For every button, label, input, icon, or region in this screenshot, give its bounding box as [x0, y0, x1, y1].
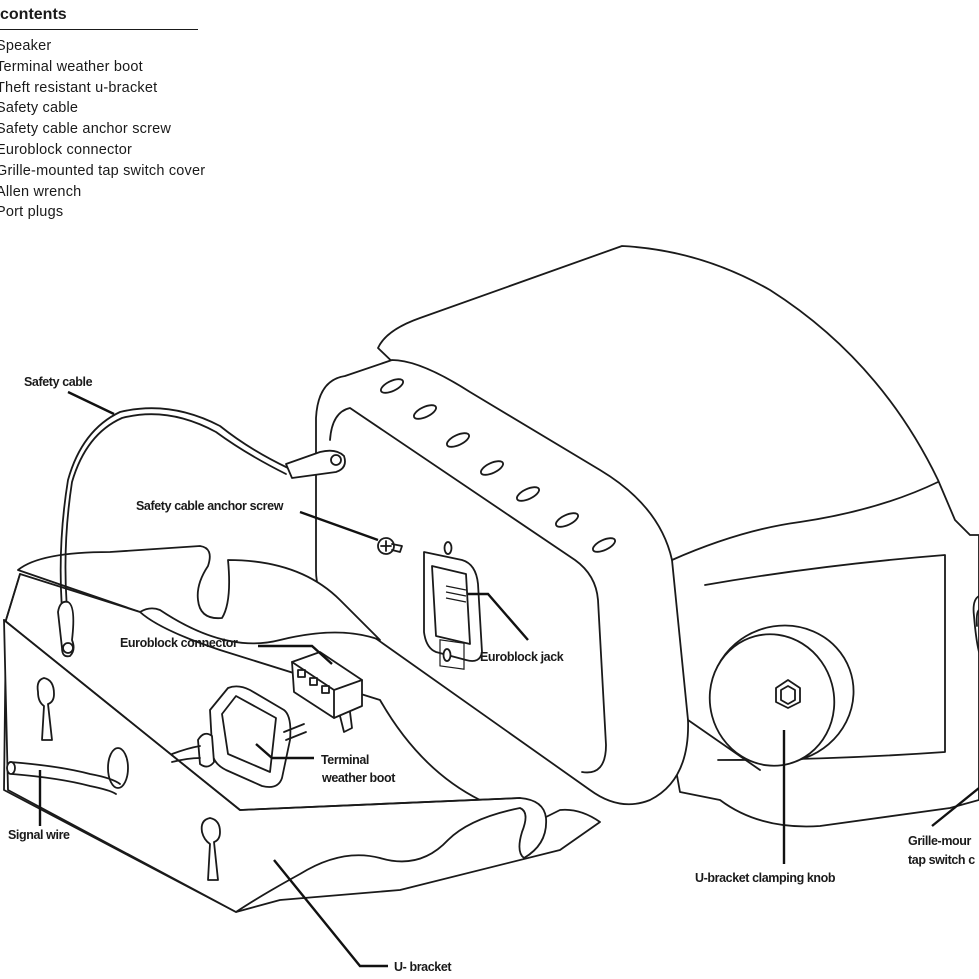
safety-cable-anchor-screw — [377, 537, 403, 555]
contents-item-allen-wrench: Allen wrench — [0, 183, 82, 200]
contents-item-u-bracket: Theft resistant u-bracket — [0, 79, 158, 96]
label-u-bracket: U- bracket — [394, 960, 452, 974]
contents-item-port-plugs: Port plugs — [0, 204, 64, 221]
leader-lines — [38, 390, 979, 968]
contents-list: Speaker Terminal weather boot Theft resi… — [0, 36, 205, 223]
label-u-bracket-clamping-knob: U-bracket clamping knob — [695, 871, 836, 885]
label-terminal-weather-boot-line1: Terminal — [321, 753, 369, 767]
label-euroblock-connector: Euroblock connector — [120, 636, 238, 650]
contents-item-euroblock-connector: Euroblock connector — [0, 141, 132, 158]
label-grille-tap-switch-cover-line1: Grille-mour — [908, 834, 971, 848]
contents-divider — [0, 29, 198, 30]
label-euroblock-jack: Euroblock jack — [480, 650, 564, 664]
label-grille-tap-switch-cover-line2: tap switch c — [908, 853, 975, 867]
contents-item-anchor-screw: Safety cable anchor screw — [0, 121, 172, 138]
safety-cable — [57, 407, 346, 658]
contents-heading: contents — [0, 6, 67, 23]
u-bracket — [3, 545, 601, 913]
contents-item-speaker: Speaker — [0, 38, 52, 54]
contents-item-tap-switch-cover: Grille-mounted tap switch cover — [0, 162, 206, 179]
label-safety-cable: Safety cable — [24, 375, 93, 389]
label-terminal-weather-boot-line2: weather boot — [322, 771, 395, 785]
contents-item-terminal-weather-boot: Terminal weather boot — [0, 58, 143, 75]
speaker-body — [315, 245, 979, 828]
u-bracket-clamping-knob — [708, 624, 855, 767]
contents-item-safety-cable: Safety cable — [0, 100, 79, 117]
label-safety-cable-anchor-screw: Safety cable anchor screw — [136, 499, 284, 513]
label-signal-wire: Signal wire — [8, 828, 70, 842]
terminal-weather-boot — [171, 685, 307, 788]
signal-wire — [6, 761, 121, 795]
